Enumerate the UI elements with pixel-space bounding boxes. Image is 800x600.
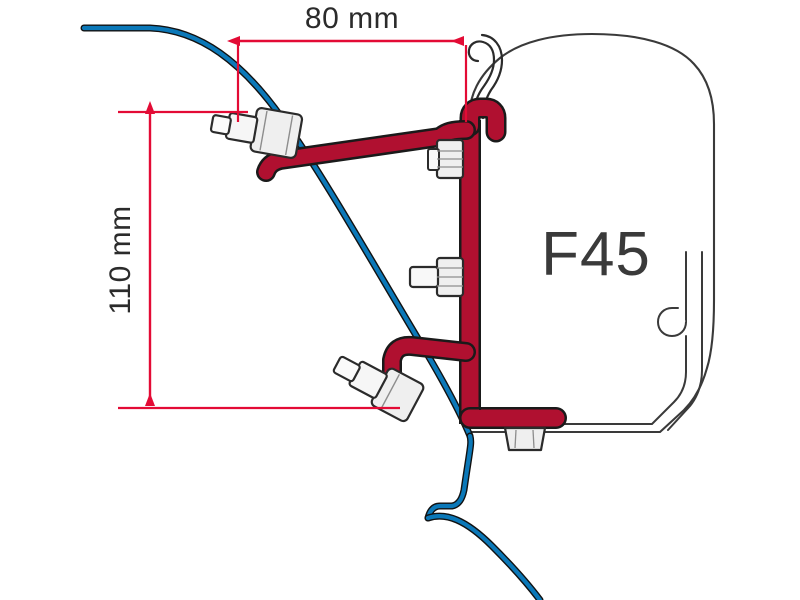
dimension-horizontal-label: 80 mm [305,2,399,35]
bolt-upper-left-shaft [209,114,232,136]
bolt-lower-left-facet-1 [380,374,401,409]
dimension-vertical-label: 110 mm [104,205,137,314]
roof-profile-notch [425,433,473,521]
bolt-middle [408,256,465,298]
bolt-upper-left-facet-2 [284,115,294,156]
bolt-upper-left [209,107,304,159]
bolt-upper-left-nut [249,107,304,159]
roof-profile-upper [81,25,473,439]
bolt-lower-left-shaft [332,355,361,383]
bolt-upper-left-facet-1 [259,110,268,151]
vehicle-roof-profile [80,24,544,600]
bolt-bottom-facet-2 [532,429,535,449]
awning-bottom-inner-edge [469,335,687,425]
awning-case [468,32,716,434]
bracket-upper-arm [258,122,474,180]
dimension-horizontal: 80 mm [227,2,468,122]
bracket-top-hook [462,100,504,140]
roof-profile-upper-shadow [80,24,474,440]
bolt-bottom [503,426,547,452]
bolt-upper-right [427,138,465,180]
bolt-bottom-facet-1 [514,429,517,449]
roof-profile-lower [425,514,543,600]
roof-profile-lower-shadow [424,512,544,600]
hook-outer-line [467,40,496,116]
bolt-middle-shaft [408,265,440,289]
product-label: F45 [541,220,651,289]
awning-roller-detail [656,307,687,338]
awning-lead-bar-edge [667,251,703,431]
bolt-bottom-head [503,426,547,452]
bolt-lower-left [332,355,425,423]
dimension-vertical: 110 mm [104,101,400,410]
awning-case-body [468,32,716,434]
